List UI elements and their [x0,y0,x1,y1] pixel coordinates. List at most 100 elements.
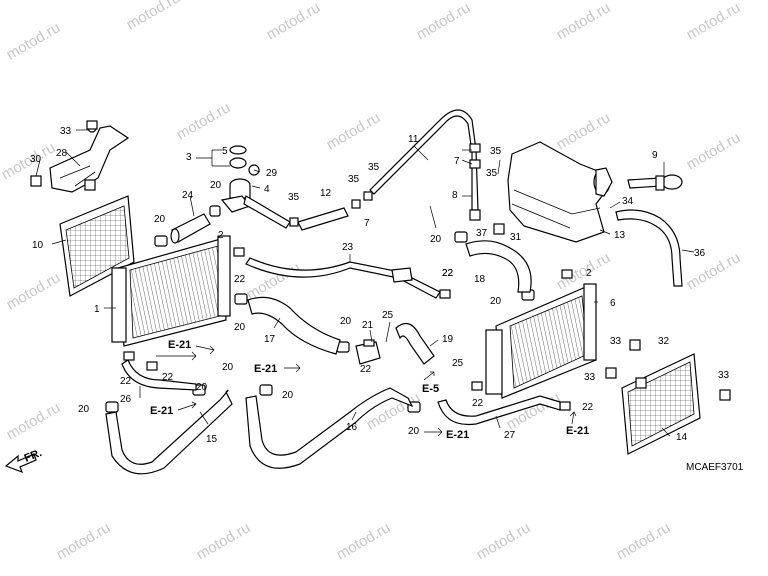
callout-34: 34 [622,196,634,207]
watermark: motod.ru [684,249,744,293]
callout-20: 20 [210,180,222,191]
callout-33: 33 [584,372,596,383]
watermark: motod.ru [614,519,674,563]
callout-7: 7 [364,218,370,229]
clip [123,247,573,411]
callout-26: 26 [120,394,132,405]
callout-2: 2 [218,230,224,241]
callout-37: 37 [476,228,488,239]
reference-e21: E-21 [150,405,173,417]
callout-6: 6 [610,298,616,309]
callout-22: 22 [472,398,484,409]
callout-20: 20 [222,362,234,373]
hose-clamp [105,205,535,413]
cross-references: E-21 E-21 E-21 E-5 E-21 E-21 [150,339,589,441]
callout-17: 17 [264,334,276,345]
watermark: motod.ru [124,0,184,33]
callout-3: 3 [186,152,192,163]
callout-1: 1 [94,304,100,315]
callout-33: 33 [60,126,72,137]
watermark: motod.ru [4,399,64,443]
callout-36: 36 [694,248,706,259]
callout-13: 13 [614,230,626,241]
watermark: motod.ru [684,0,744,43]
hose [437,395,561,426]
diagram-code: MCAEF3701 [686,462,744,473]
callout-20: 20 [430,234,442,245]
hose [465,240,532,293]
hose [170,213,211,244]
callout-29: 29 [266,168,278,179]
radiator-right [485,283,597,399]
callout-12: 12 [320,188,332,199]
callout-32: 32 [658,336,670,347]
hose [121,359,197,391]
callout-22: 22 [234,274,246,285]
callout-10: 10 [32,240,44,251]
callout-20: 20 [340,316,352,327]
callout-22: 22 [582,402,594,413]
callout-22: 22 [442,268,454,279]
watermark: motod.ru [334,519,394,563]
callout-31: 31 [510,232,522,243]
tube [469,143,505,235]
callout-19: 19 [442,334,454,345]
thermostat-housing [220,145,291,229]
callout-22: 22 [442,268,454,279]
hose [289,207,349,231]
callout-7: 7 [454,156,460,167]
watermark: motod.ru [414,0,474,43]
callout-24: 24 [182,190,194,201]
callout-18: 18 [474,274,486,285]
callout-11: 11 [408,134,419,145]
callout-16: 16 [346,422,358,433]
callout-22: 22 [162,372,174,383]
callout-5: 5 [222,146,228,157]
watermark: motod.ru [174,99,234,143]
callout-20: 20 [78,404,90,415]
callout-25: 25 [382,310,394,321]
hose [395,322,435,365]
watermark: motod.ru [684,129,744,173]
callout-4: 4 [264,184,270,195]
reserve-tank [507,141,613,243]
callout-22: 22 [360,364,372,375]
flange-bolt [605,339,731,401]
callout-14: 14 [676,432,688,443]
callout-35: 35 [348,174,360,185]
radiator-hose-upper [247,296,341,355]
front-direction-indicator: FR. [4,447,44,474]
radiator-hose [105,389,233,475]
callout-labels: 33 28 30 10 20 24 3 5 29 20 4 2 35 12 35… [30,126,730,445]
radiator-hose-lower [245,387,414,469]
callout-20: 20 [490,296,502,307]
callout-35: 35 [288,192,300,203]
watermark: motod.ru [264,0,324,43]
direction-label: FR. [23,447,44,465]
callout-20: 20 [196,382,208,393]
radiator-grille-right [621,353,701,455]
siphon-tube [245,257,441,299]
radiator-left [111,235,231,347]
watermark: motod.ru [474,519,534,563]
callout-21: 21 [362,320,374,331]
callout-20: 20 [154,214,166,225]
reference-e21: E-21 [566,425,589,437]
flange-bolt [30,120,98,191]
watermark: motod.ru [554,0,614,43]
watermark: motod.ru [194,519,254,563]
callout-25: 25 [452,358,464,369]
callout-27: 27 [504,430,516,441]
callout-2: 2 [586,268,592,279]
callout-35: 35 [486,168,498,179]
reference-e21: E-21 [168,339,191,351]
breather-tube [615,209,683,287]
reserve-tank-cap [627,174,683,191]
callout-20: 20 [234,322,246,333]
watermark: motod.ru [4,269,64,313]
callout-20: 20 [282,390,294,401]
callout-33: 33 [718,370,730,381]
leader-lines [35,129,695,437]
reference-e21: E-21 [254,363,277,375]
